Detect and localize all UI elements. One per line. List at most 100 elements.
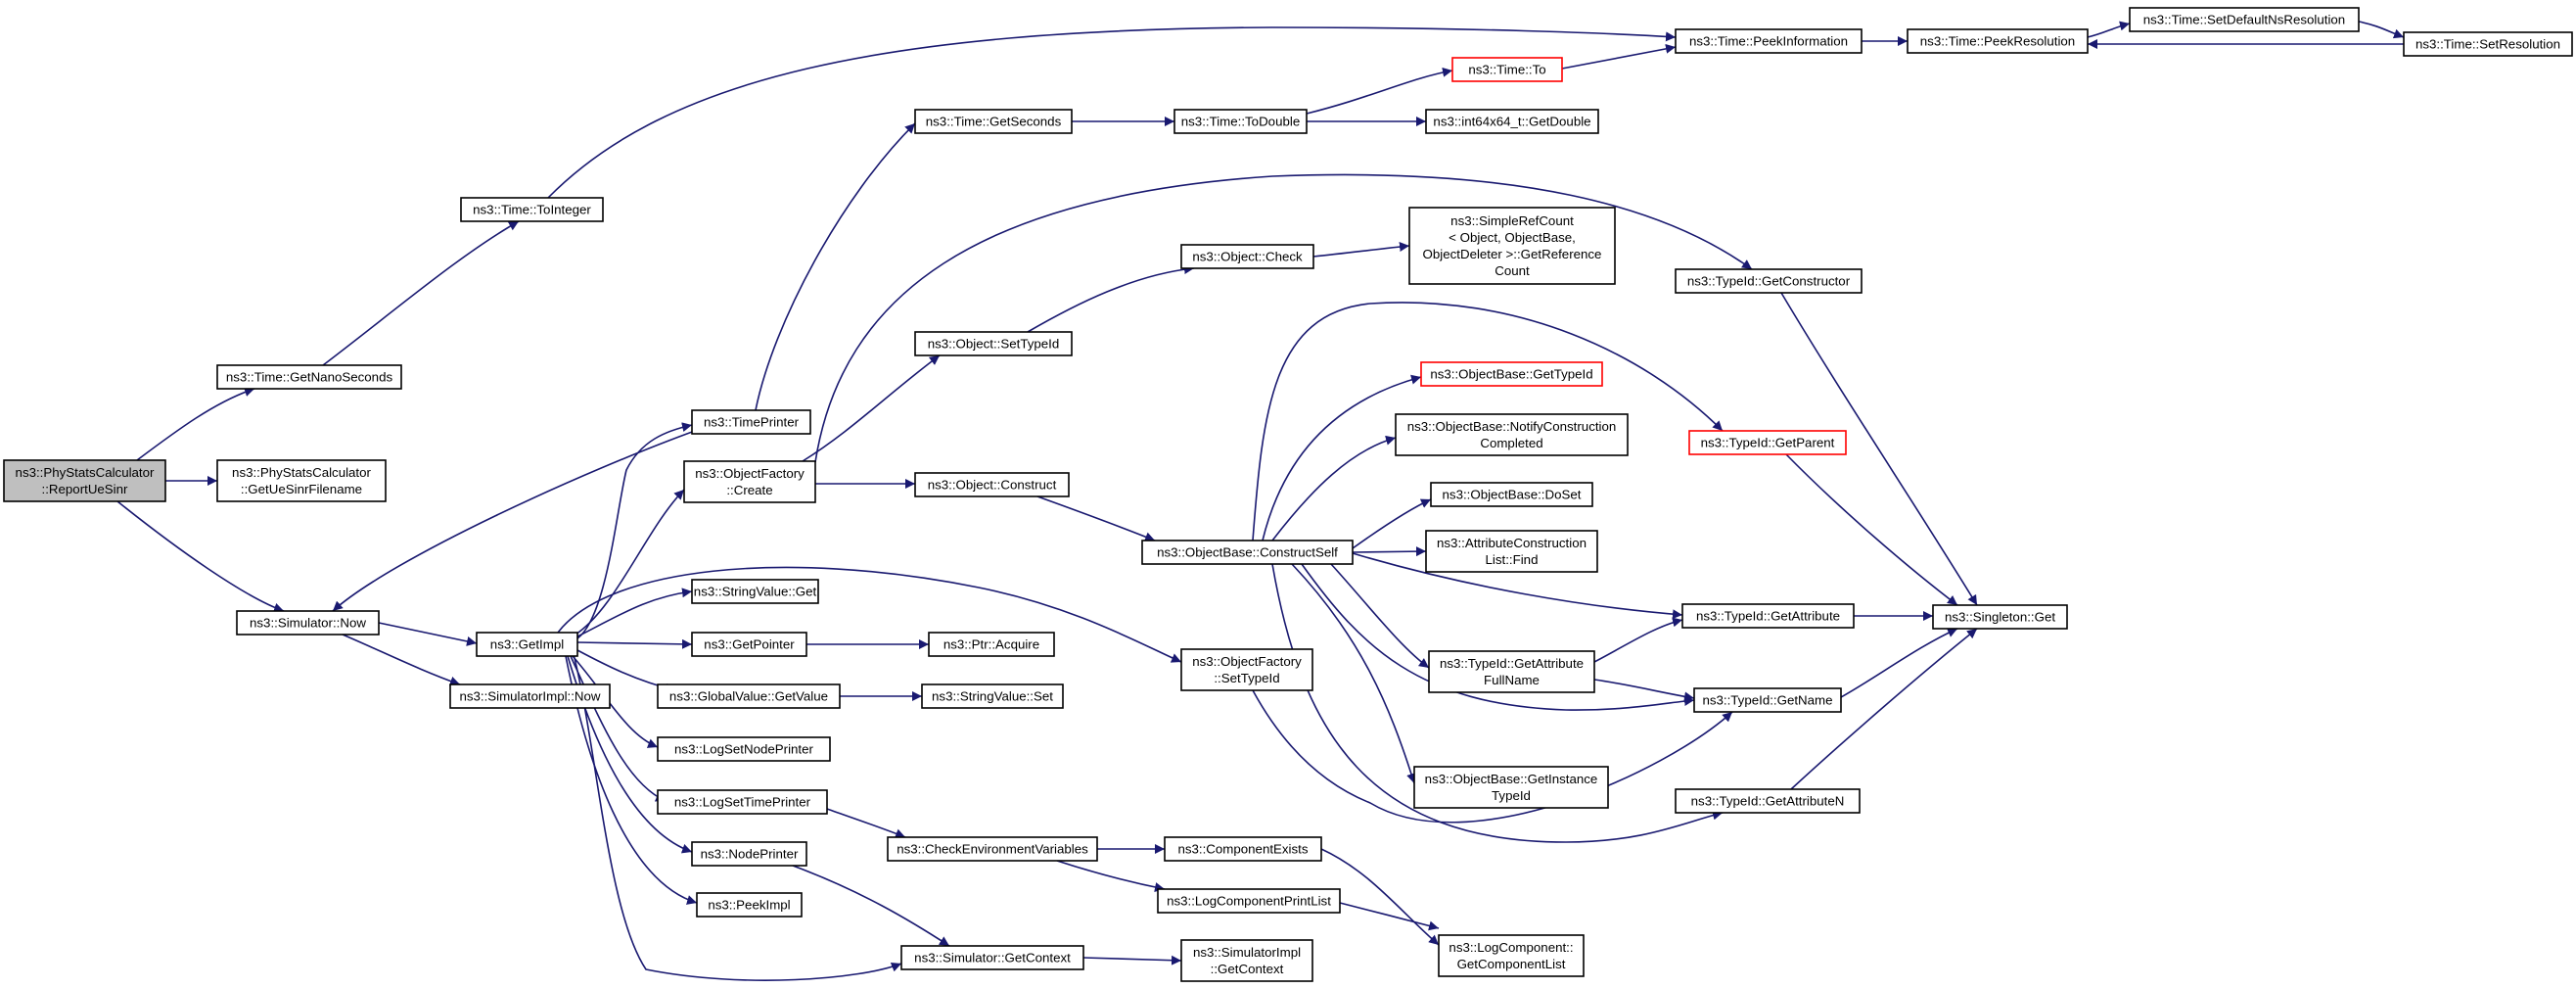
function-node-setResolution[interactable]: ns3::Time::SetResolution xyxy=(2403,31,2573,57)
function-node-toInteger[interactable]: ns3::Time::ToInteger xyxy=(460,197,604,222)
function-node-getPointer[interactable]: ns3::GetPointer xyxy=(691,632,807,657)
node-label: ns3::Time::To xyxy=(1468,63,1545,77)
node-box xyxy=(887,836,1098,862)
function-node-logSetTime[interactable]: ns3::LogSetTimePrinter xyxy=(657,789,828,815)
function-node-ofCreate[interactable]: ns3::ObjectFactory::Create xyxy=(683,460,816,503)
function-node-nodePrinter[interactable]: ns3::NodePrinter xyxy=(691,841,807,867)
function-node-obGetTypeId[interactable]: ns3::ObjectBase::GetTypeId xyxy=(1420,361,1603,387)
node-box xyxy=(216,459,387,502)
function-node-checkEnv[interactable]: ns3::CheckEnvironmentVariables xyxy=(887,836,1098,862)
function-node-logCompGetList[interactable]: ns3::LogComponent::GetComponentList xyxy=(1438,934,1585,977)
node-box xyxy=(691,841,807,867)
function-node-simGetContext[interactable]: ns3::Simulator::GetContext xyxy=(900,945,1084,970)
function-node-obDoSet[interactable]: ns3::ObjectBase::DoSet xyxy=(1430,482,1593,507)
function-node-constructSelf[interactable]: ns3::ObjectBase::ConstructSelf xyxy=(1141,540,1354,565)
node-box xyxy=(1907,28,2089,54)
function-node-strSet[interactable]: ns3::StringValue::Set xyxy=(921,683,1064,709)
call-edge-constructSelf-to-attrConstructFind xyxy=(1352,546,1427,557)
function-node-ofSetTypeId[interactable]: ns3::ObjectFactory::SetTypeId xyxy=(1180,648,1313,691)
function-node-simImplGetContext[interactable]: ns3::SimulatorImpl::GetContext xyxy=(1180,939,1313,982)
call-edge-getImpl-to-ofCreate xyxy=(575,489,685,636)
function-node-strGet[interactable]: ns3::StringValue::Get xyxy=(691,579,819,604)
call-edge-objSetTypeId-to-objCheck xyxy=(1027,264,1195,333)
call-edge-getImpl-to-timePrinter xyxy=(576,422,693,639)
function-node-getImpl[interactable]: ns3::GetImpl xyxy=(476,632,578,657)
node-label: ns3::Time::SetResolution xyxy=(2415,37,2560,52)
function-node-peekResolution[interactable]: ns3::Time::PeekResolution xyxy=(1907,28,2089,54)
call-edge-setDefaultNsRes-to-setResolution xyxy=(2358,21,2405,39)
function-node-tidGetConstructor[interactable]: ns3::TypeId::GetConstructor xyxy=(1675,268,1863,294)
call-edge-simNow-to-simImplNow xyxy=(342,634,461,686)
node-box xyxy=(1451,57,1563,82)
function-node-singletonGet[interactable]: ns3::Singleton::Get xyxy=(1932,604,2068,630)
node-label: ns3::TypeId::GetConstructor xyxy=(1687,274,1851,289)
call-edge-getImpl-to-getPointer xyxy=(576,638,693,649)
node-label: ns3::Time::PeekResolution xyxy=(1920,34,2075,49)
function-node-simNow[interactable]: ns3::Simulator::Now xyxy=(236,610,380,636)
node-label: ns3::Time::ToInteger xyxy=(473,203,591,217)
call-edge-logSetTime-to-checkEnv xyxy=(826,808,906,838)
function-node-obNotify[interactable]: ns3::ObjectBase::NotifyConstructionCompl… xyxy=(1395,413,1629,456)
function-node-peekImpl[interactable]: ns3::PeekImpl xyxy=(696,892,803,918)
function-node-objSetTypeId[interactable]: ns3::Object::SetTypeId xyxy=(914,331,1073,356)
function-node-tidGetAttribute[interactable]: ns3::TypeId::GetAttribute xyxy=(1681,603,1855,629)
call-edge-timePrinter-to-getSeconds xyxy=(755,122,916,411)
call-edge-getImpl-to-simGetContext xyxy=(572,649,902,981)
function-node-objCheck[interactable]: ns3::Object::Check xyxy=(1180,244,1314,269)
function-node-toDouble[interactable]: ns3::Time::ToDouble xyxy=(1173,109,1308,134)
function-node-tidGetParent[interactable]: ns3::TypeId::GetParent xyxy=(1688,430,1847,455)
node-label: ns3::Time::GetSeconds xyxy=(926,115,1062,129)
function-node-tidGetAttributeN[interactable]: ns3::TypeId::GetAttributeN xyxy=(1675,788,1861,814)
node-label: ns3::TypeId::GetAttribute xyxy=(1440,656,1584,671)
function-node-simImplNow[interactable]: ns3::SimulatorImpl::Now xyxy=(449,683,611,709)
node-box xyxy=(1675,28,1863,54)
function-node-simpleRefCount[interactable]: ns3::SimpleRefCount< Object, ObjectBase,… xyxy=(1408,207,1616,285)
node-box xyxy=(449,683,611,709)
call-edge-constructSelf-to-tidGetName xyxy=(1301,563,1695,711)
call-edge-ofCreate-to-tidGetConstructor xyxy=(814,173,1753,463)
call-edge-checkEnv-to-logCompPrintList xyxy=(1056,860,1166,892)
function-node-objConstruct[interactable]: ns3::Object::Construct xyxy=(914,472,1070,497)
call-edge-ofCreate-to-objSetTypeId xyxy=(802,354,941,462)
node-label: ns3::PhyStatsCalculator xyxy=(16,465,155,480)
function-node-root[interactable]: ns3::PhyStatsCalculator::ReportUeSinr xyxy=(3,459,166,502)
function-node-logCompPrintList[interactable]: ns3::LogComponentPrintList xyxy=(1157,888,1341,914)
call-edges xyxy=(116,21,2405,981)
node-box xyxy=(1675,788,1861,814)
node-label: ns3::Object::SetTypeId xyxy=(928,337,1060,352)
call-edge-constructSelf-to-obDoSet xyxy=(1352,498,1432,549)
function-node-getUeSinrFilename[interactable]: ns3::PhyStatsCalculator::GetUeSinrFilena… xyxy=(216,459,387,502)
function-node-int64GetDouble[interactable]: ns3::int64x64_t::GetDouble xyxy=(1425,109,1599,134)
function-node-tidGetName[interactable]: ns3::TypeId::GetName xyxy=(1693,687,1842,713)
function-node-componentExists[interactable]: ns3::ComponentExists xyxy=(1164,836,1322,862)
call-edge-tidGetParent-to-singletonGet xyxy=(1785,453,1958,606)
node-label: ns3::SimulatorImpl xyxy=(1193,945,1301,960)
function-node-timeTo[interactable]: ns3::Time::To xyxy=(1451,57,1563,82)
function-node-setDefaultNsRes[interactable]: ns3::Time::SetDefaultNsResolution xyxy=(2129,7,2360,32)
node-label: ns3::LogComponent:: xyxy=(1449,940,1573,955)
node-box xyxy=(3,459,166,502)
call-edge-tidGetAttrFullName-to-tidGetName xyxy=(1593,679,1695,702)
function-node-getSeconds[interactable]: ns3::Time::GetSeconds xyxy=(914,109,1073,134)
function-node-getNanoSeconds[interactable]: ns3::Time::GetNanoSeconds xyxy=(216,364,402,390)
function-node-peekInformation[interactable]: ns3::Time::PeekInformation xyxy=(1675,28,1863,54)
call-edge-objConstruct-to-constructSelf xyxy=(1036,495,1156,542)
function-node-gvGetValue[interactable]: ns3::GlobalValue::GetValue xyxy=(657,683,841,709)
call-edge-tidGetAttributeN-to-singletonGet xyxy=(1790,628,1978,790)
function-node-ptrAcquire[interactable]: ns3::Ptr::Acquire xyxy=(928,632,1055,657)
call-edge-getImpl-to-logSetTime xyxy=(570,655,667,802)
node-label: < Object, ObjectBase, xyxy=(1449,230,1576,245)
call-edge-constructSelf-to-tidGetAttrFullName xyxy=(1330,563,1430,669)
node-label: ::ReportUeSinr xyxy=(42,482,129,496)
node-label: ns3::PeekImpl xyxy=(708,898,790,913)
node-label: ns3::Object::Check xyxy=(1192,250,1303,264)
function-node-logSetNode[interactable]: ns3::LogSetNodePrinter xyxy=(657,736,831,762)
node-label: ns3::Time::ToDouble xyxy=(1181,115,1300,129)
node-box xyxy=(476,632,578,657)
node-label: ns3::NodePrinter xyxy=(701,847,799,862)
function-node-timePrinter[interactable]: ns3::TimePrinter xyxy=(691,409,811,435)
node-label: ns3::TypeId::GetParent xyxy=(1701,436,1835,450)
